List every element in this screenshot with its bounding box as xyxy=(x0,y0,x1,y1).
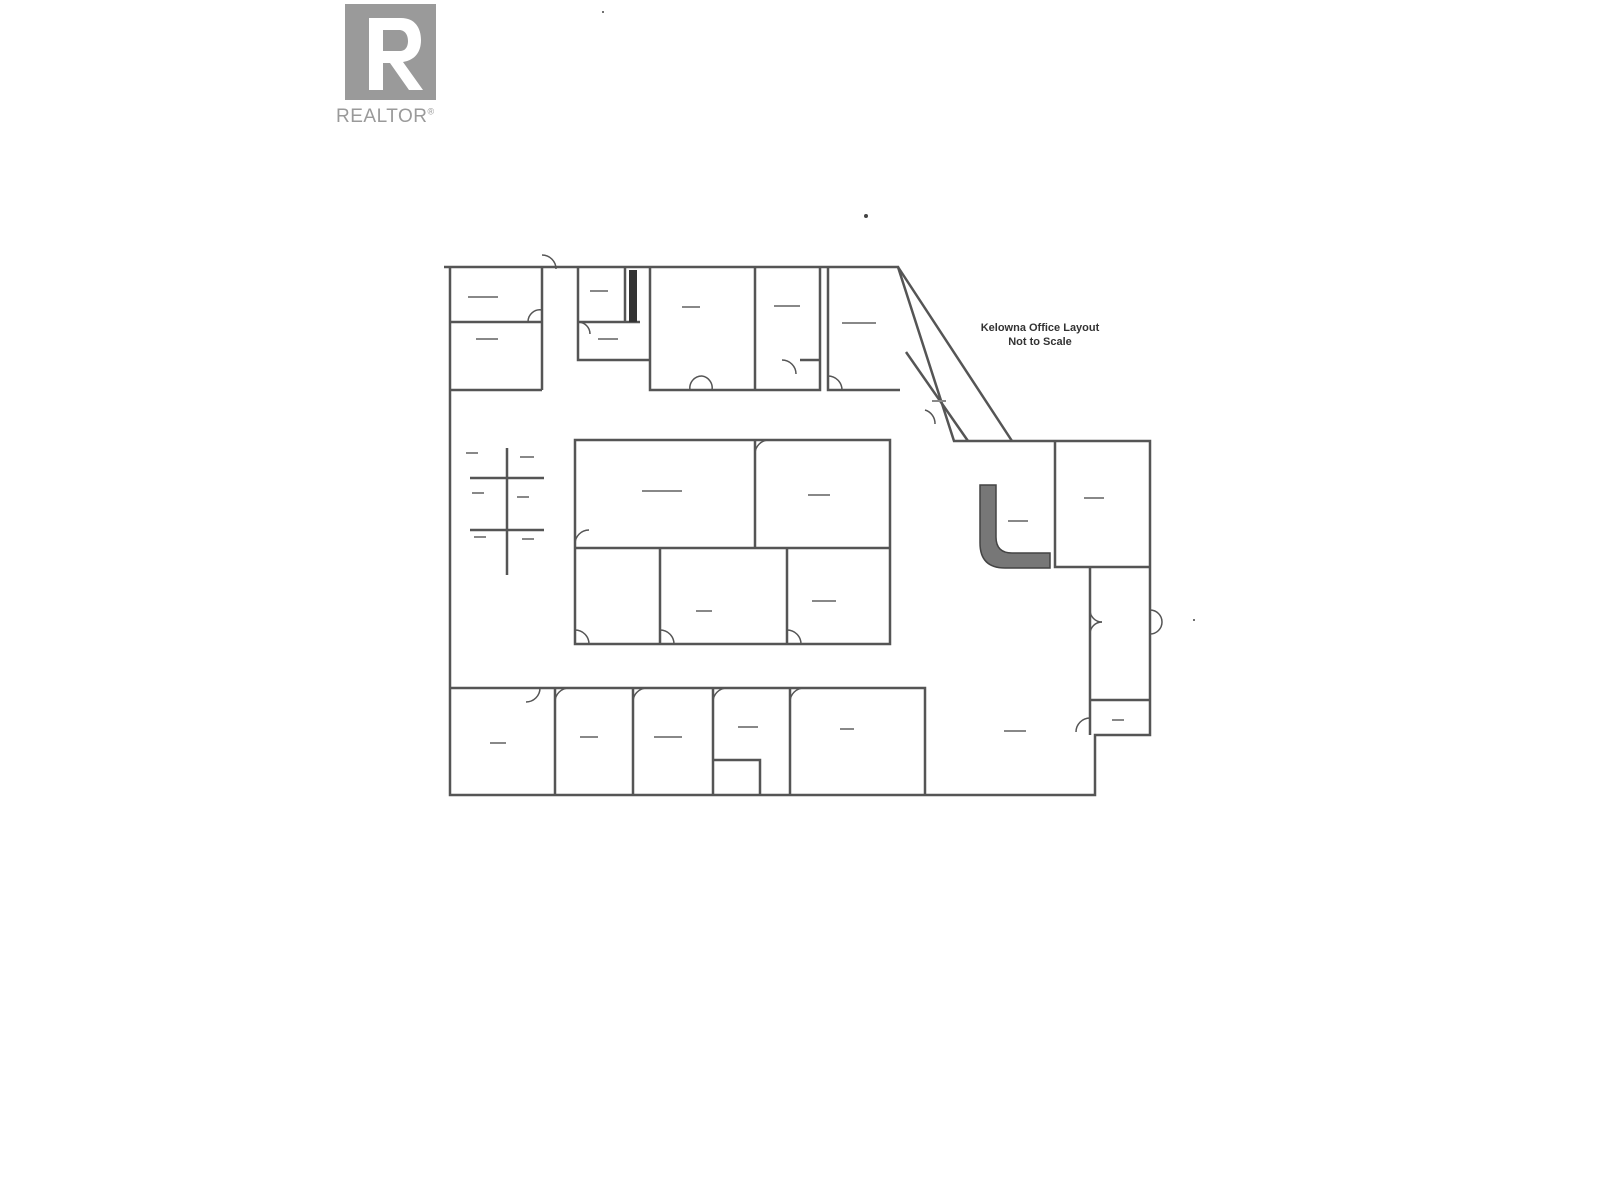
door-swing xyxy=(789,687,805,703)
room-label-mark xyxy=(472,492,484,494)
room-label-mark xyxy=(932,400,946,402)
door-swing xyxy=(525,687,541,703)
door-swing xyxy=(554,687,570,703)
plan-title-line-1: Kelowna Office Layout xyxy=(980,322,1100,334)
door-swing xyxy=(786,629,802,645)
room-label-mark xyxy=(840,728,854,730)
room-label-mark xyxy=(590,290,608,292)
central-block xyxy=(573,438,892,646)
top-offices xyxy=(648,267,900,392)
room-label-mark xyxy=(468,296,498,298)
room-label-mark xyxy=(1084,497,1104,499)
door-swing xyxy=(701,375,713,391)
door-swing xyxy=(574,529,590,545)
door-swing xyxy=(924,409,936,425)
door-swings xyxy=(525,254,1163,733)
door-swing xyxy=(527,309,543,323)
door-swing xyxy=(689,375,703,391)
door-swing xyxy=(574,629,590,645)
room-label-mark xyxy=(598,338,618,340)
room-label-mark xyxy=(476,338,498,340)
door-swing xyxy=(712,687,728,703)
outer-wall xyxy=(444,265,1152,797)
door-swing xyxy=(1089,621,1103,635)
realtor-r-icon xyxy=(345,4,436,100)
door-swing xyxy=(541,254,557,270)
scanned-paper xyxy=(336,0,1584,1200)
door-swing xyxy=(1075,717,1091,733)
room-label-mark xyxy=(517,496,529,498)
realtor-wordmark: REALTOR® xyxy=(336,106,435,127)
plan-title-line-2: Not to Scale xyxy=(1008,336,1072,348)
washroom-walls xyxy=(576,267,650,362)
realtor-r-glyph xyxy=(369,18,423,90)
room-label-mark xyxy=(812,600,836,602)
scan-speckles xyxy=(602,11,1195,621)
room-label-mark xyxy=(642,490,682,492)
top-left-rooms xyxy=(450,267,544,392)
walls xyxy=(444,265,1152,797)
dark-wall-segment xyxy=(629,270,637,322)
door-swing xyxy=(659,629,675,645)
room-label-mark xyxy=(1004,730,1026,732)
door-swing xyxy=(577,321,591,335)
speckle xyxy=(1193,619,1195,621)
door-swing xyxy=(781,359,797,375)
room-label-mark xyxy=(466,452,478,454)
speckle xyxy=(602,11,604,13)
door-swing xyxy=(1149,609,1163,623)
angled-wall-inner xyxy=(904,351,970,442)
door-swing xyxy=(632,687,648,703)
room-label-mark xyxy=(1112,719,1124,721)
room-label-mark xyxy=(490,742,506,744)
door-swing xyxy=(1089,609,1103,623)
room-label-mark xyxy=(842,322,876,324)
room-label-mark xyxy=(522,538,534,540)
right-rooms xyxy=(1053,441,1150,735)
central-block-partitions xyxy=(575,440,890,644)
room-label-mark xyxy=(738,726,758,728)
room-label-mark xyxy=(774,305,800,307)
room-label-mark xyxy=(580,736,598,738)
angled-wall xyxy=(896,266,1014,442)
reception-desk xyxy=(979,484,1051,569)
room-label-mark xyxy=(808,494,830,496)
room-label-mark xyxy=(1008,520,1028,522)
room-label-mark xyxy=(682,306,700,308)
room-label-mark xyxy=(654,736,682,738)
plan-title: Kelowna Office Layout Not to Scale xyxy=(970,321,1110,349)
door-swing xyxy=(1149,621,1163,635)
door-swing xyxy=(754,439,770,455)
room-label-mark xyxy=(696,610,712,612)
room-label-mark xyxy=(520,456,534,458)
bottom-offices xyxy=(450,686,927,795)
room-label-marks xyxy=(466,290,1124,744)
room-label-mark xyxy=(474,536,486,538)
cubicle-partitions xyxy=(470,448,544,575)
speckle xyxy=(864,214,868,218)
realtor-logo: REALTOR® xyxy=(336,4,454,128)
door-swing xyxy=(827,375,843,391)
